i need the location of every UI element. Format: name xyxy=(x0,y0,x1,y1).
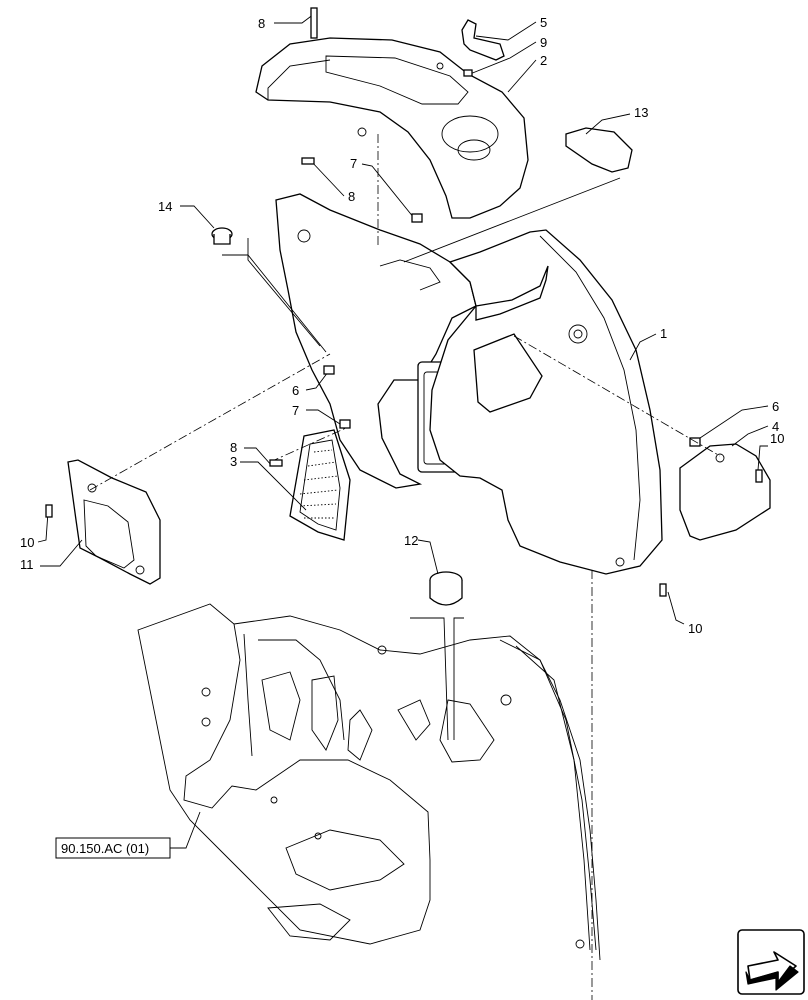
part-1-fender-panel xyxy=(429,229,663,575)
callout-8: 8 xyxy=(258,16,265,31)
part-4-cover-plate xyxy=(679,443,771,541)
part-12-plug xyxy=(429,571,463,606)
part-10-screw-left xyxy=(45,504,53,518)
part-8-screw-top xyxy=(310,7,318,39)
part-5-handle xyxy=(461,19,505,61)
part-10-screw-right xyxy=(755,469,763,483)
part-8-screw-mid xyxy=(301,157,315,165)
part-10-screw-bottom xyxy=(659,583,667,597)
part-7-clip-left xyxy=(339,419,351,429)
callout-4: 4 xyxy=(772,419,779,434)
callout-8: 8 xyxy=(348,189,355,204)
callout-11: 11 xyxy=(20,557,34,572)
part-6-clip-right xyxy=(689,437,701,447)
part-8-screw-left xyxy=(269,459,283,467)
callout-5: 5 xyxy=(540,15,547,30)
part-13-pad xyxy=(565,127,633,173)
callout-1: 1 xyxy=(660,326,667,341)
callout-3: 3 xyxy=(230,454,237,469)
callout-12: 12 xyxy=(404,533,418,548)
part-6-clip-left xyxy=(323,365,335,375)
callout-7: 7 xyxy=(292,403,299,418)
part-11-side-cover xyxy=(67,459,161,585)
reference-box[interactable]: 90.150.AC (01) xyxy=(55,811,201,859)
callout-labels: 8 5 9 2 13 7 8 14 1 6 7 8 3 6 4 10 10 11… xyxy=(20,15,784,636)
part-14-plug xyxy=(211,227,233,245)
next-page-arrow-icon[interactable] xyxy=(737,929,805,995)
reference-box-label: 90.150.AC (01) xyxy=(61,841,149,856)
fasteners xyxy=(45,7,763,597)
alignment-lines xyxy=(89,134,721,1000)
part-7-clip-top xyxy=(411,213,423,223)
callout-10: 10 xyxy=(688,621,702,636)
part-9-nut xyxy=(463,69,473,77)
callout-7: 7 xyxy=(350,156,357,171)
callout-10: 10 xyxy=(20,535,34,550)
callout-9: 9 xyxy=(540,35,547,50)
cab-floor-structure xyxy=(137,603,601,961)
callout-13: 13 xyxy=(634,105,648,120)
part-3-mesh-grille xyxy=(289,429,351,541)
callout-10: 10 xyxy=(770,431,784,446)
leader-lines xyxy=(37,13,769,741)
callout-6: 6 xyxy=(772,399,779,414)
callout-2: 2 xyxy=(540,53,547,68)
callout-8: 8 xyxy=(230,440,237,455)
callout-6: 6 xyxy=(292,383,299,398)
callout-14: 14 xyxy=(158,199,172,214)
part-2-console-cover xyxy=(255,37,529,219)
